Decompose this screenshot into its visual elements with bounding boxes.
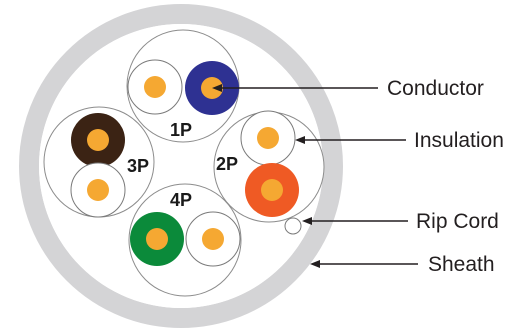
conductor-label: Conductor	[387, 77, 484, 100]
pair-1p-white-wire-conductor	[144, 76, 166, 98]
rip-cord	[284, 217, 302, 235]
pair-4p: 4P	[128, 183, 242, 297]
pair-2p-white-wire-conductor	[257, 127, 279, 149]
pair-2p-label: 2P	[216, 154, 238, 174]
pair-3p: 3P	[43, 106, 155, 218]
conductor-arrowhead	[212, 84, 222, 92]
pair-2p-colored-wire-conductor	[261, 179, 283, 201]
pair-1p-label: 1P	[170, 120, 192, 140]
pair-4p-label: 4P	[170, 190, 192, 210]
insulation-arrowhead	[295, 136, 305, 144]
rip-cord-label: Rip Cord	[416, 210, 499, 233]
pair-1p: 1P	[126, 29, 240, 143]
insulation-label: Insulation	[414, 129, 504, 152]
pair-3p-label: 3P	[127, 156, 149, 176]
pair-3p-colored-wire-conductor	[87, 129, 109, 151]
pair-2p: 2P	[213, 110, 325, 223]
callout-sheath: Sheath	[310, 253, 495, 276]
rip-cord-arrowhead	[302, 217, 312, 225]
pair-3p-white-wire-conductor	[87, 179, 109, 201]
sheath-arrowhead	[310, 260, 320, 268]
callout-rip-cord: Rip Cord	[302, 210, 499, 233]
cable-cavity	[39, 24, 323, 308]
sheath-ring	[19, 4, 343, 328]
callout-insulation: Insulation	[295, 129, 504, 152]
sheath-label: Sheath	[428, 253, 495, 276]
pair-4p-colored-wire-conductor	[146, 228, 168, 250]
callout-conductor: Conductor	[212, 77, 484, 100]
pair-4p-white-wire-conductor	[202, 228, 224, 250]
